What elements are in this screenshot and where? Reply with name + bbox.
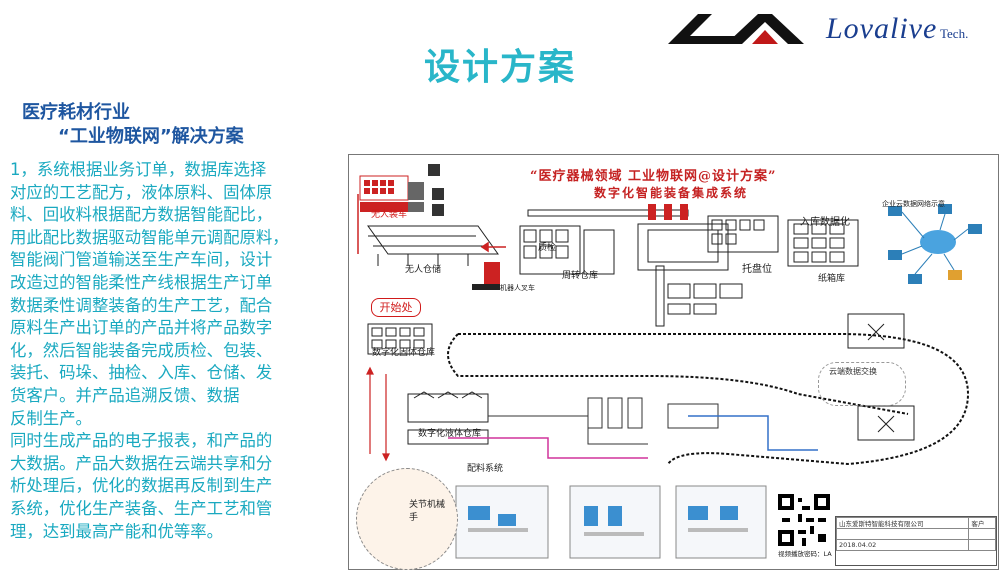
title-block: 山东爱斯特智能科技有限公司客户 2018.04.02 bbox=[835, 516, 997, 566]
robot-arm-circle: 关节机械手 bbox=[356, 468, 458, 570]
main-conveyor bbox=[447, 333, 970, 466]
company-logo: Lovalive Tech. bbox=[668, 6, 998, 52]
label-robot-forklift: 机器人叉车 bbox=[500, 284, 535, 292]
subtitle-industry: 医疗耗材行业 bbox=[22, 102, 130, 123]
label-warehousing-digital: 入库数据化 bbox=[800, 217, 850, 228]
start-badge: 开始处 bbox=[371, 298, 421, 317]
label-cloud-data-exchange: 云端数据交换 bbox=[829, 367, 877, 376]
tb-company: 山东爱斯特智能科技有限公司 bbox=[835, 517, 970, 529]
label-turnover-warehouse: 周转仓库 bbox=[562, 271, 599, 281]
label-enterprise-cloud: 企业云数据网络示意 bbox=[882, 200, 945, 208]
liquid-storage-tanks bbox=[407, 391, 489, 445]
robot-forklift-icon bbox=[472, 262, 500, 290]
label-carton-warehouse: 纸箱库 bbox=[818, 274, 846, 284]
logo-mark-icon bbox=[668, 14, 804, 44]
carton-warehouse bbox=[787, 219, 859, 267]
label-joint-robot-arm: 关节机械手 bbox=[409, 500, 446, 523]
solid-storage-grid bbox=[367, 323, 433, 355]
diagram-title: “医疗器械领域 工业物联网@设计方案” bbox=[530, 169, 777, 184]
truck-icon bbox=[360, 202, 424, 212]
logo-tech: Tech. bbox=[940, 26, 969, 41]
logo-text: Lovalive bbox=[826, 12, 938, 45]
truck-icon bbox=[359, 175, 424, 201]
label-liquid-storage: 数字化液体仓库 bbox=[418, 429, 482, 439]
tb-date: 2018.04.02 bbox=[835, 539, 970, 551]
label-unmanned-loading: 无人装车 bbox=[371, 210, 408, 220]
label-solid-storage: 数字化固体仓库 bbox=[372, 348, 436, 358]
turnover-warehouse-grid bbox=[519, 225, 615, 275]
batching-pipes bbox=[488, 397, 719, 445]
cloud-network-diagram bbox=[888, 204, 982, 284]
subtitle-solution: “工业物联网”解决方案 bbox=[58, 126, 244, 147]
qr-code-icon bbox=[778, 494, 830, 546]
label-batching-system: 配料系统 bbox=[467, 464, 504, 474]
cloud-data-exchange-box: 云端数据交换 bbox=[818, 362, 906, 406]
label-quality-check: 质检 bbox=[538, 243, 557, 253]
description-text: 1，系统根据业务订单，数据库选择 对应的工艺配方，液体原料、固体原 料、回收料根… bbox=[10, 160, 289, 541]
tb-customer: 客户 bbox=[968, 517, 996, 529]
label-video-password: 视频播放密码：LA bbox=[778, 550, 832, 558]
warehouse-racks bbox=[367, 225, 499, 266]
label-unmanned-warehouse: 无人仓储 bbox=[405, 265, 442, 275]
label-pallet-position: 托盘位 bbox=[742, 264, 772, 275]
diagram-subtitle: 数字化智能装备集成系统 bbox=[594, 186, 749, 200]
page-title: 设计方案 bbox=[423, 47, 576, 88]
